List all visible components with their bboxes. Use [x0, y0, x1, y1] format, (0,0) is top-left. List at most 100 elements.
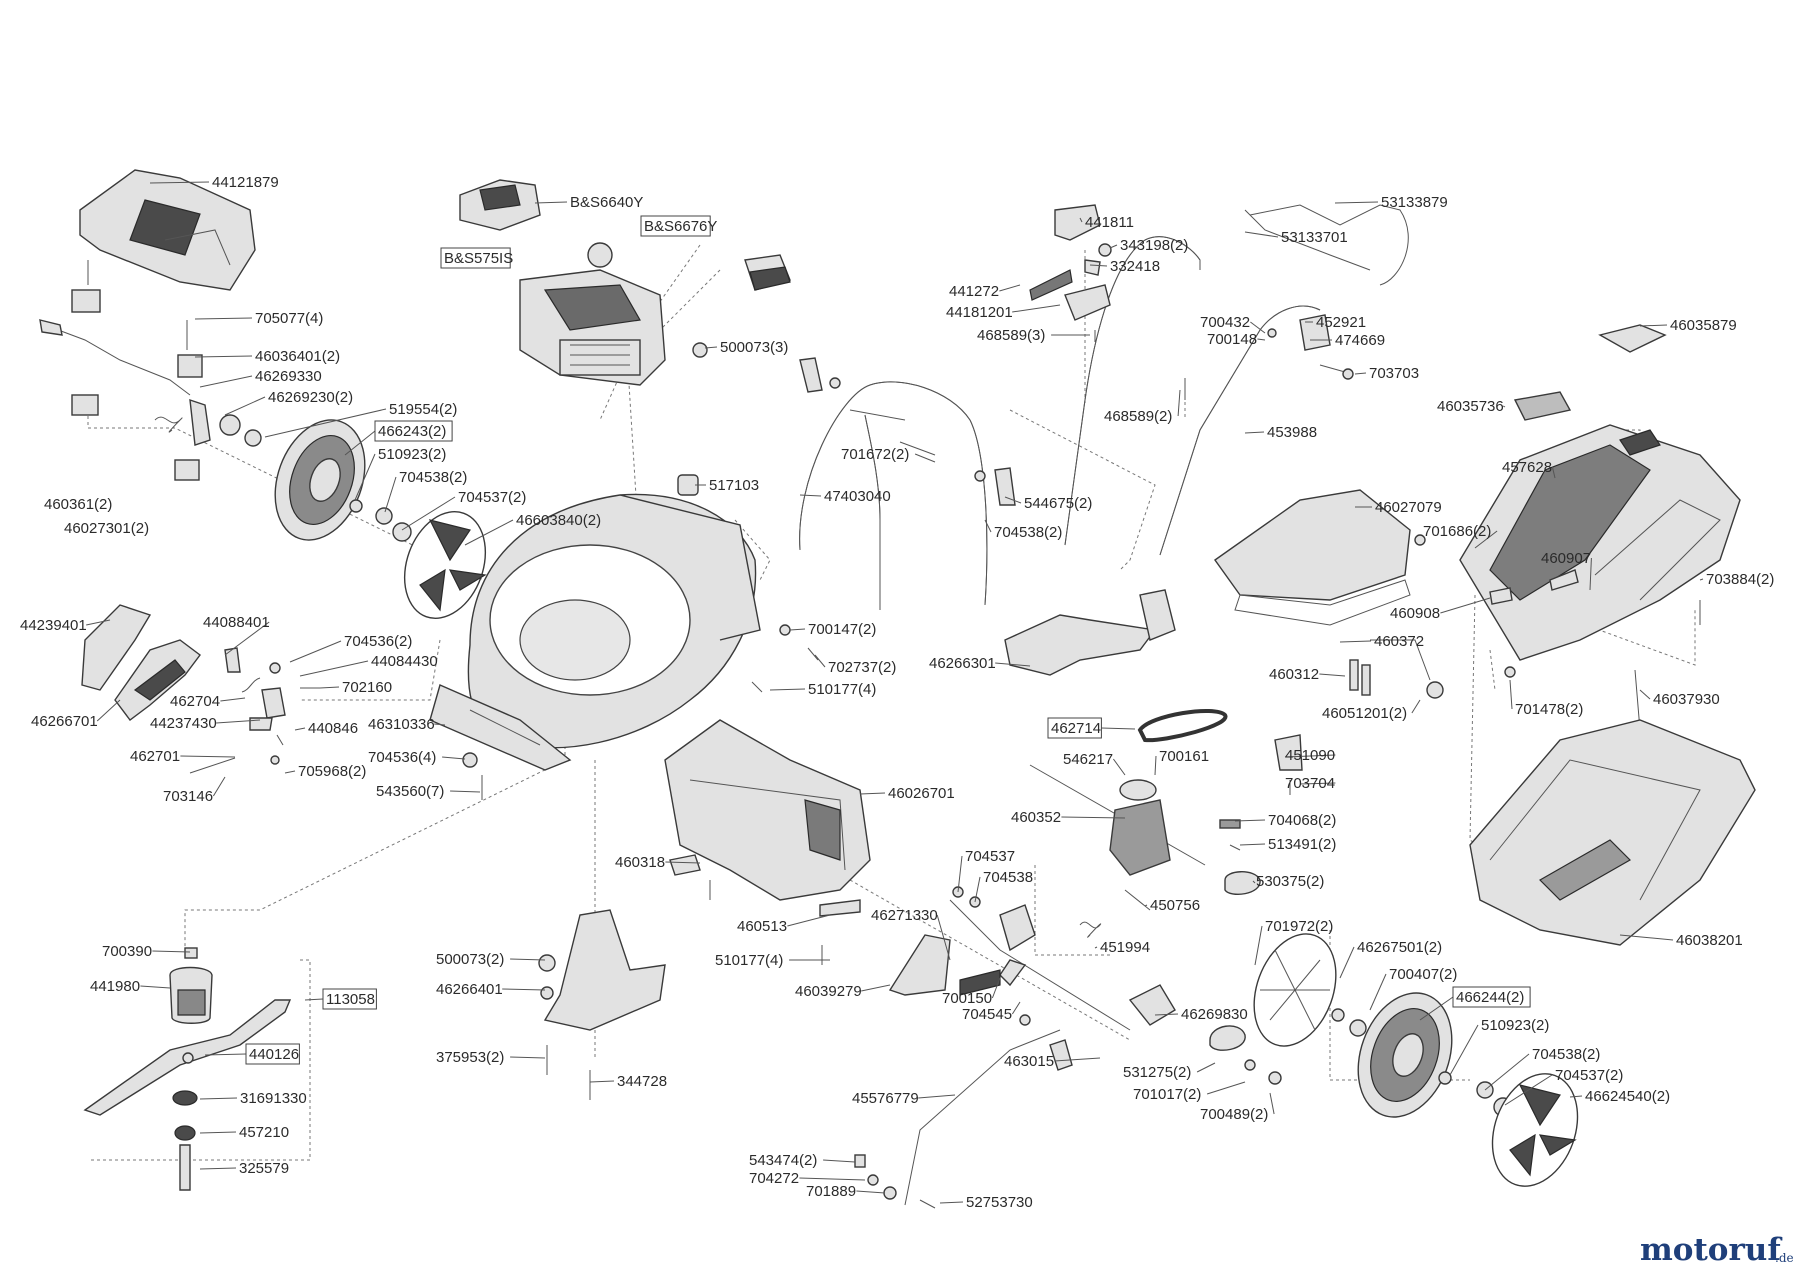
throttle-lever-assembly [1029, 204, 1112, 342]
part-number-label: 531275(2) [1123, 1064, 1191, 1081]
part-number-label: 466244(2) [1456, 989, 1524, 1006]
part-number-label: 704545 [962, 1006, 1012, 1023]
leader-line [140, 985, 171, 989]
leader-line [823, 1159, 856, 1163]
callout-box [374, 420, 453, 442]
callout-466244_2: 466244(2) [1419, 986, 1531, 1021]
part-number-label: 450756 [1150, 897, 1200, 914]
callout-457210: 457210 [199, 1124, 289, 1141]
leader-line [1504, 1074, 1553, 1106]
leader-line [1299, 782, 1336, 785]
part-number-label: 510177(4) [808, 681, 876, 698]
part-number-label: B&S6640Y [570, 194, 643, 211]
washer-700147 [779, 624, 791, 636]
part-number-label: B&S6676Y [644, 218, 717, 235]
part-number-label: 332418 [1110, 258, 1160, 275]
part-number-label: 704536(2) [344, 633, 412, 650]
leader-line [799, 1177, 866, 1181]
callout-46266401: 46266401 [436, 981, 546, 998]
part-number-label: 46036401(2) [255, 348, 340, 365]
callout-46269830: 46269830 [1154, 1006, 1248, 1023]
callout-462704: 462704 [170, 693, 246, 710]
part-number-label: 544675(2) [1024, 495, 1092, 512]
blade-assembly [83, 947, 292, 1191]
part-number-label: 457628 [1502, 459, 1552, 476]
callout-46036401_2: 46036401(2) [194, 348, 340, 365]
leader-line [1639, 689, 1651, 700]
part-number-label: 468589(3) [977, 327, 1045, 344]
callout-44237430: 44237430 [150, 715, 261, 732]
part-number-label: 463015 [1004, 1053, 1054, 1070]
part-number-label: 53133879 [1381, 194, 1448, 211]
part-number-label: 46051201(2) [1322, 705, 1407, 722]
callout-45576779: 45576779 [852, 1090, 956, 1107]
callout-519554_2: 519554(2) [264, 401, 457, 438]
part-number-label: 704272 [749, 1170, 799, 1187]
leader-line [1054, 1057, 1101, 1062]
part-number-label: 701017(2) [1133, 1086, 1201, 1103]
callout-box [322, 988, 377, 1010]
part-number-label: 703704 [1285, 775, 1335, 792]
leader-line [152, 950, 191, 953]
part-number-label: 46267501(2) [1357, 939, 1442, 956]
leader-line [1257, 338, 1266, 341]
callout-510923_2a: 510923(2) [354, 446, 446, 501]
leader-line [1234, 819, 1266, 822]
callout-44088401: 44088401 [203, 614, 270, 656]
part-number-label: 700390 [102, 943, 152, 960]
callout-462701: 462701 [130, 748, 236, 765]
part-number-label: 702737(2) [828, 659, 896, 676]
leader-line [1369, 973, 1387, 1011]
leader-line [319, 686, 340, 689]
part-number-label: 46266401 [436, 981, 503, 998]
leader-line [789, 628, 806, 631]
callout-box [1452, 986, 1531, 1008]
drive-belt [1137, 708, 1228, 743]
part-number-label: 705077(4) [255, 310, 323, 327]
rear-discharge-housing [664, 719, 871, 965]
callout-703703: 703703 [1354, 365, 1419, 382]
part-number-label: 700161 [1159, 748, 1209, 765]
leader-line [1239, 843, 1266, 846]
part-number-label: 453988 [1267, 424, 1317, 441]
assembly-guide-lines [87, 244, 1696, 1161]
leader-line [199, 375, 253, 388]
callout-468589_2: 468589(2) [1104, 389, 1181, 425]
leader-line [957, 855, 963, 893]
callout-344728: 344728 [589, 1073, 667, 1090]
leader-line [1449, 1024, 1479, 1076]
callout-703146: 703146 [163, 776, 226, 805]
callout-460372: 460372 [1339, 633, 1424, 650]
leader-line [199, 1131, 237, 1134]
callout-702160: 702160 [319, 679, 392, 696]
part-number-label: 704538(2) [1532, 1046, 1600, 1063]
part-number-label: 701672(2) [841, 446, 909, 463]
leader-line [216, 719, 261, 724]
upper-handle [1064, 204, 1409, 556]
callout-B_S575IS: B&S575IS [440, 247, 513, 269]
callout-704068_2: 704068(2) [1234, 812, 1336, 829]
part-number-label: 474669 [1335, 332, 1385, 349]
leader-line [1154, 755, 1157, 776]
callout-44084430: 44084430 [299, 653, 438, 677]
battery-pack [744, 254, 791, 291]
part-number-label: 325579 [239, 1160, 289, 1177]
leader-line [1569, 1095, 1583, 1098]
part-number-label: 46039279 [795, 983, 862, 1000]
leader-line [1154, 1013, 1179, 1016]
part-number-label: 440846 [308, 720, 358, 737]
part-number-label: B&S575IS [444, 250, 513, 267]
callout-46603840_2: 46603840(2) [464, 512, 601, 546]
part-number-label: 44181201 [946, 304, 1013, 321]
rear-flap [888, 934, 1001, 996]
part-number-label: 700432 [1200, 314, 1250, 331]
callout-704538_2c: 704538(2) [1484, 1046, 1600, 1091]
callout-703884_2: 703884(2) [1699, 571, 1774, 588]
leader-line [918, 1094, 956, 1099]
leader-line [1339, 640, 1372, 643]
callout-B_S6676Y: B&S6676Y [640, 215, 717, 237]
engine-bs [519, 242, 666, 386]
callout-701672_2: 701672(2) [841, 446, 936, 463]
part-number-label: 703146 [163, 788, 213, 805]
